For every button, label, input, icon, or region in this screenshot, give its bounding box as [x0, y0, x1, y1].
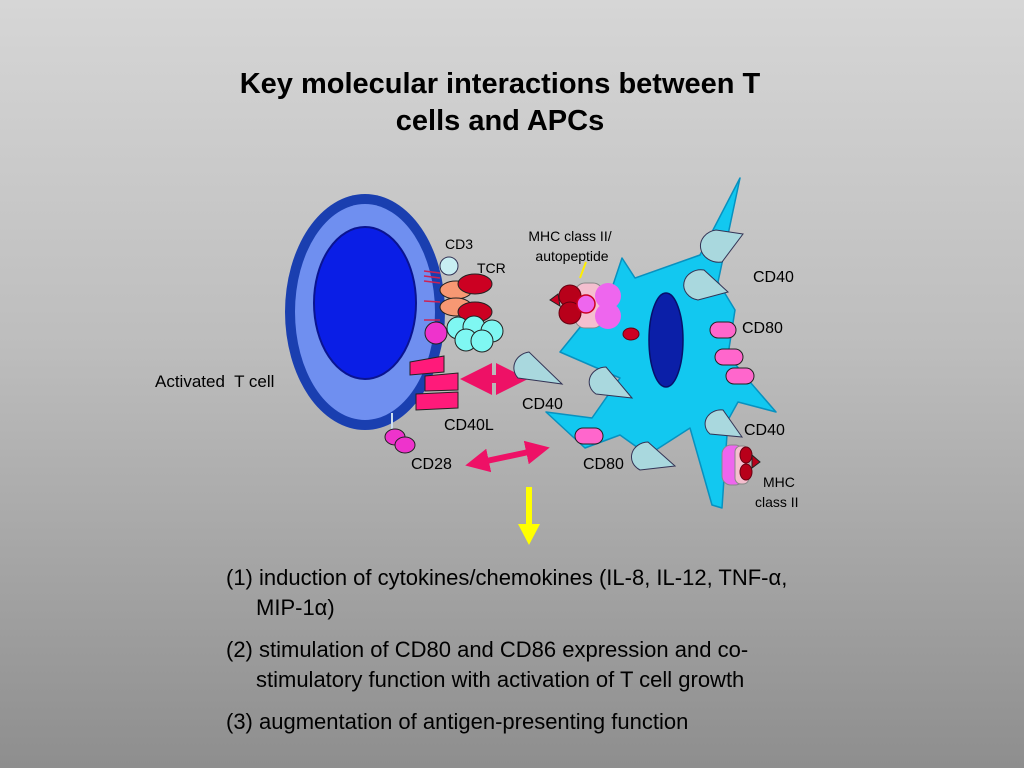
pointer-arrow [579, 261, 587, 279]
title-line-1: Key molecular interactions between T [239, 68, 761, 100]
slide-title: Key molecular interactions between T cel… [180, 66, 820, 140]
tcr-complex [423, 256, 504, 353]
label-mhc-class-ii-1: MHC [763, 474, 795, 490]
outcome-2: (2) stimulation of CD80 and CD86 express… [226, 635, 926, 695]
label-cd28: CD28 [411, 456, 452, 473]
label-cd3: CD3 [445, 236, 473, 252]
cd28-receptor [384, 413, 416, 454]
outcome-1-line-2: MIP-1α) [256, 595, 335, 620]
apc-granule [622, 327, 640, 341]
apc-nucleus [648, 292, 684, 388]
cd80-molecules [574, 321, 755, 445]
label-cd40-center: CD40 [522, 396, 563, 413]
label-cd80-right: CD80 [742, 320, 783, 337]
title-line-2: cells and APCs [395, 105, 605, 137]
cd4-molecule [424, 321, 448, 345]
label-cd40-lower: CD40 [744, 422, 785, 439]
label-cd40-top: CD40 [753, 269, 794, 286]
label-activated-t-cell: Activated T cell [155, 372, 274, 391]
label-mhc-class-ii-2: class II [755, 494, 799, 510]
mhc-autopeptide-complex [549, 261, 621, 329]
outcome-1-line-1: (1) induction of cytokines/chemokines (I… [226, 565, 788, 590]
outcome-2-line-2: stimulatory function with activation of … [256, 667, 745, 692]
label-cd40l: CD40L [444, 417, 494, 434]
outcomes-list: (1) induction of cytokines/chemokines (I… [226, 563, 926, 749]
cd40l-ligand [409, 355, 459, 411]
tcr-alpha-chain [457, 273, 493, 295]
mhc-class-ii-complex [721, 444, 761, 486]
outcome-1: (1) induction of cytokines/chemokines (I… [226, 563, 926, 623]
cd3-chain [439, 256, 459, 276]
outcome-arrow [518, 487, 540, 545]
outcome-3-line-1: (3) augmentation of antigen-presenting f… [226, 709, 689, 734]
label-tcr: TCR [477, 260, 506, 276]
outcome-3: (3) augmentation of antigen-presenting f… [226, 707, 926, 737]
label-mhc-autopeptide-1: MHC class II/ [528, 228, 611, 244]
cd28-cd80-arrow [465, 440, 550, 473]
label-cd80-bottom: CD80 [583, 456, 624, 473]
label-mhc-autopeptide-2: autopeptide [535, 248, 608, 264]
outcome-2-line-1: (2) stimulation of CD80 and CD86 express… [226, 637, 749, 662]
t-cell [285, 194, 445, 430]
cd40-receptors [513, 229, 744, 471]
